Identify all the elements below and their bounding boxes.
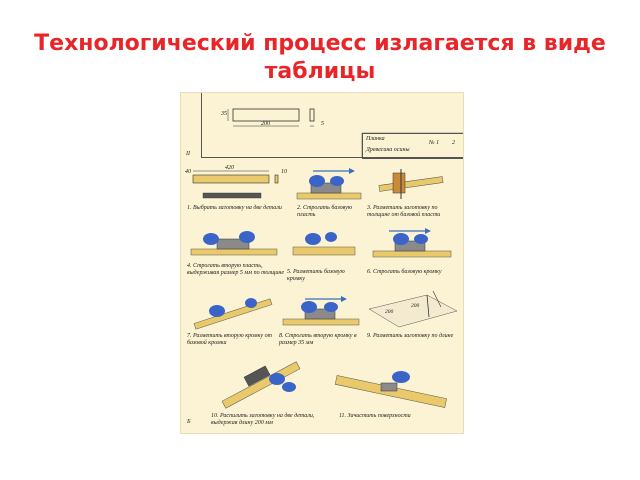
blank-drawing [192, 170, 279, 199]
step-9-caption: 9. Разметить заготовку по длине [367, 333, 454, 339]
step-10-caption: 10. Распилить заготовку на две детали, в… [211, 413, 315, 426]
dim-length: 200 [261, 121, 270, 127]
step-3-illustration [378, 169, 444, 199]
dim-thickness: 5 [321, 121, 324, 127]
step-11-caption: 11. Зачистить поверхности [339, 413, 411, 419]
part-name: Планка [366, 136, 385, 142]
step-1-caption: 1. Выбрать заготовку на две детали [187, 205, 282, 211]
blank-dim-height: 40 [185, 169, 191, 175]
blank-dim-thickness: 10 [281, 169, 287, 175]
section-label-ii: II [186, 151, 190, 157]
step-5-caption: 5. Разметить базовую кромку [287, 269, 345, 282]
sheet-number: 2 [452, 140, 455, 146]
slide-title: Технологический процесс излагается в вид… [20, 30, 620, 86]
dim-height: 35 [221, 111, 227, 117]
step-4-illustration [190, 231, 278, 256]
title-line-2: таблицы [264, 59, 376, 84]
title-block: Планка Древесина осины № 1 2 [362, 133, 463, 159]
section-label-b: Б [187, 419, 191, 425]
step-4-caption: 4. Строгать вторую пласть, выдерживая ра… [187, 263, 285, 276]
step-2-illustration [296, 168, 362, 200]
step-9-dim-a: 200 [385, 309, 394, 315]
part-material: Древесина осины [366, 147, 410, 153]
step-9-illustration [368, 290, 458, 328]
drawing-header-frame [201, 93, 463, 158]
step-6-caption: 6. Строгать базовую кромку [367, 269, 442, 275]
step-5-illustration [292, 232, 356, 256]
step-8-caption: 8. Строгать вторую кромку в размер 35 мм [279, 333, 357, 346]
step-2-caption: 2. Строгать базовую пласть [297, 205, 353, 218]
step-11-illustration [334, 371, 447, 408]
step-10-illustration [221, 361, 301, 409]
technology-chart-sheet: II 35 200 5 Планка Древесина осины № 1 2… [180, 92, 464, 434]
blank-dim-length: 420 [225, 165, 234, 171]
step-9-dim-b: 200 [411, 303, 420, 309]
title-line-1: Технологический процесс излагается в вид… [34, 31, 606, 56]
step-7-caption: 7. Разметить вторую кромку от базовой кр… [187, 333, 272, 346]
step-3-caption: 3. Разметить заготовку по толщине от баз… [367, 205, 441, 218]
part-number: № 1 [429, 140, 440, 146]
step-8-illustration [282, 296, 360, 326]
step-6-illustration [372, 228, 452, 258]
step-7-illustration [193, 298, 273, 330]
